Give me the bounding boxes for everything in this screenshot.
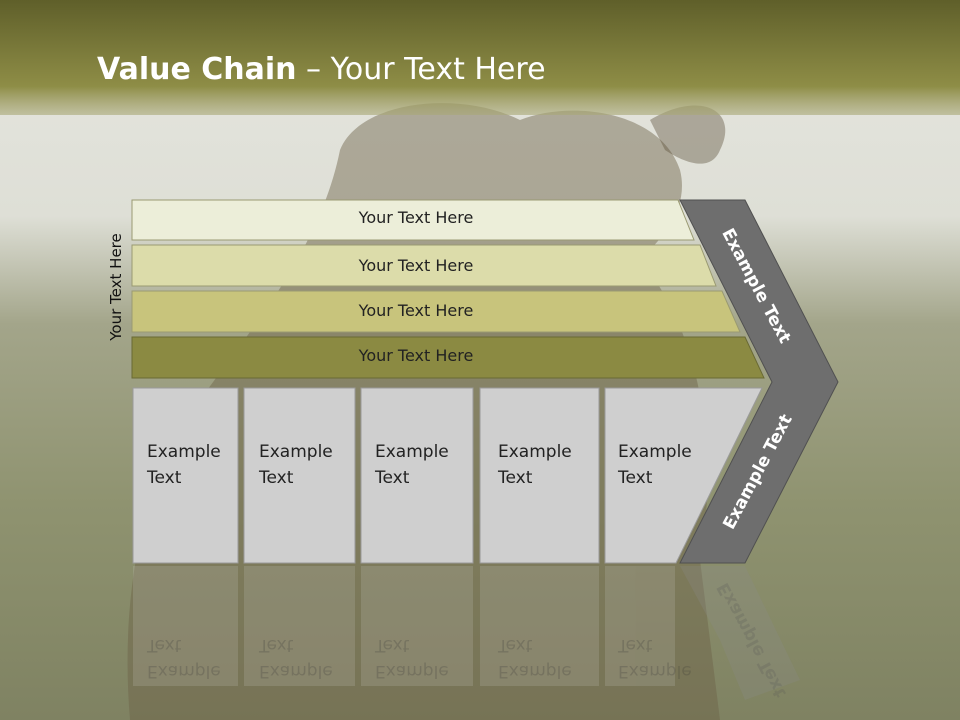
- box-2: [243, 387, 356, 564]
- box-3: [360, 387, 474, 564]
- box-4: [479, 387, 600, 564]
- value-chain-diagram: [131, 199, 839, 700]
- row-label-4: Your Text Here: [358, 346, 474, 365]
- box-1: [132, 387, 239, 564]
- row-2: [131, 244, 717, 287]
- row-4: [131, 336, 765, 379]
- chevron-arrow: [679, 199, 839, 564]
- reflection: [133, 566, 675, 686]
- row-label-1: Your Text Here: [358, 208, 474, 227]
- page-title: Value Chain – Your Text Here: [97, 52, 546, 87]
- title-bold: Value Chain: [97, 52, 297, 87]
- row-3: [131, 290, 741, 333]
- title-rest: – Your Text Here: [296, 52, 546, 87]
- row-1: [131, 199, 695, 241]
- chevron-reflection: [680, 566, 800, 700]
- box-5: [604, 387, 763, 564]
- row-label-2: Your Text Here: [358, 256, 474, 275]
- row-label-3: Your Text Here: [358, 301, 474, 320]
- side-label: Your Text Here: [107, 233, 125, 341]
